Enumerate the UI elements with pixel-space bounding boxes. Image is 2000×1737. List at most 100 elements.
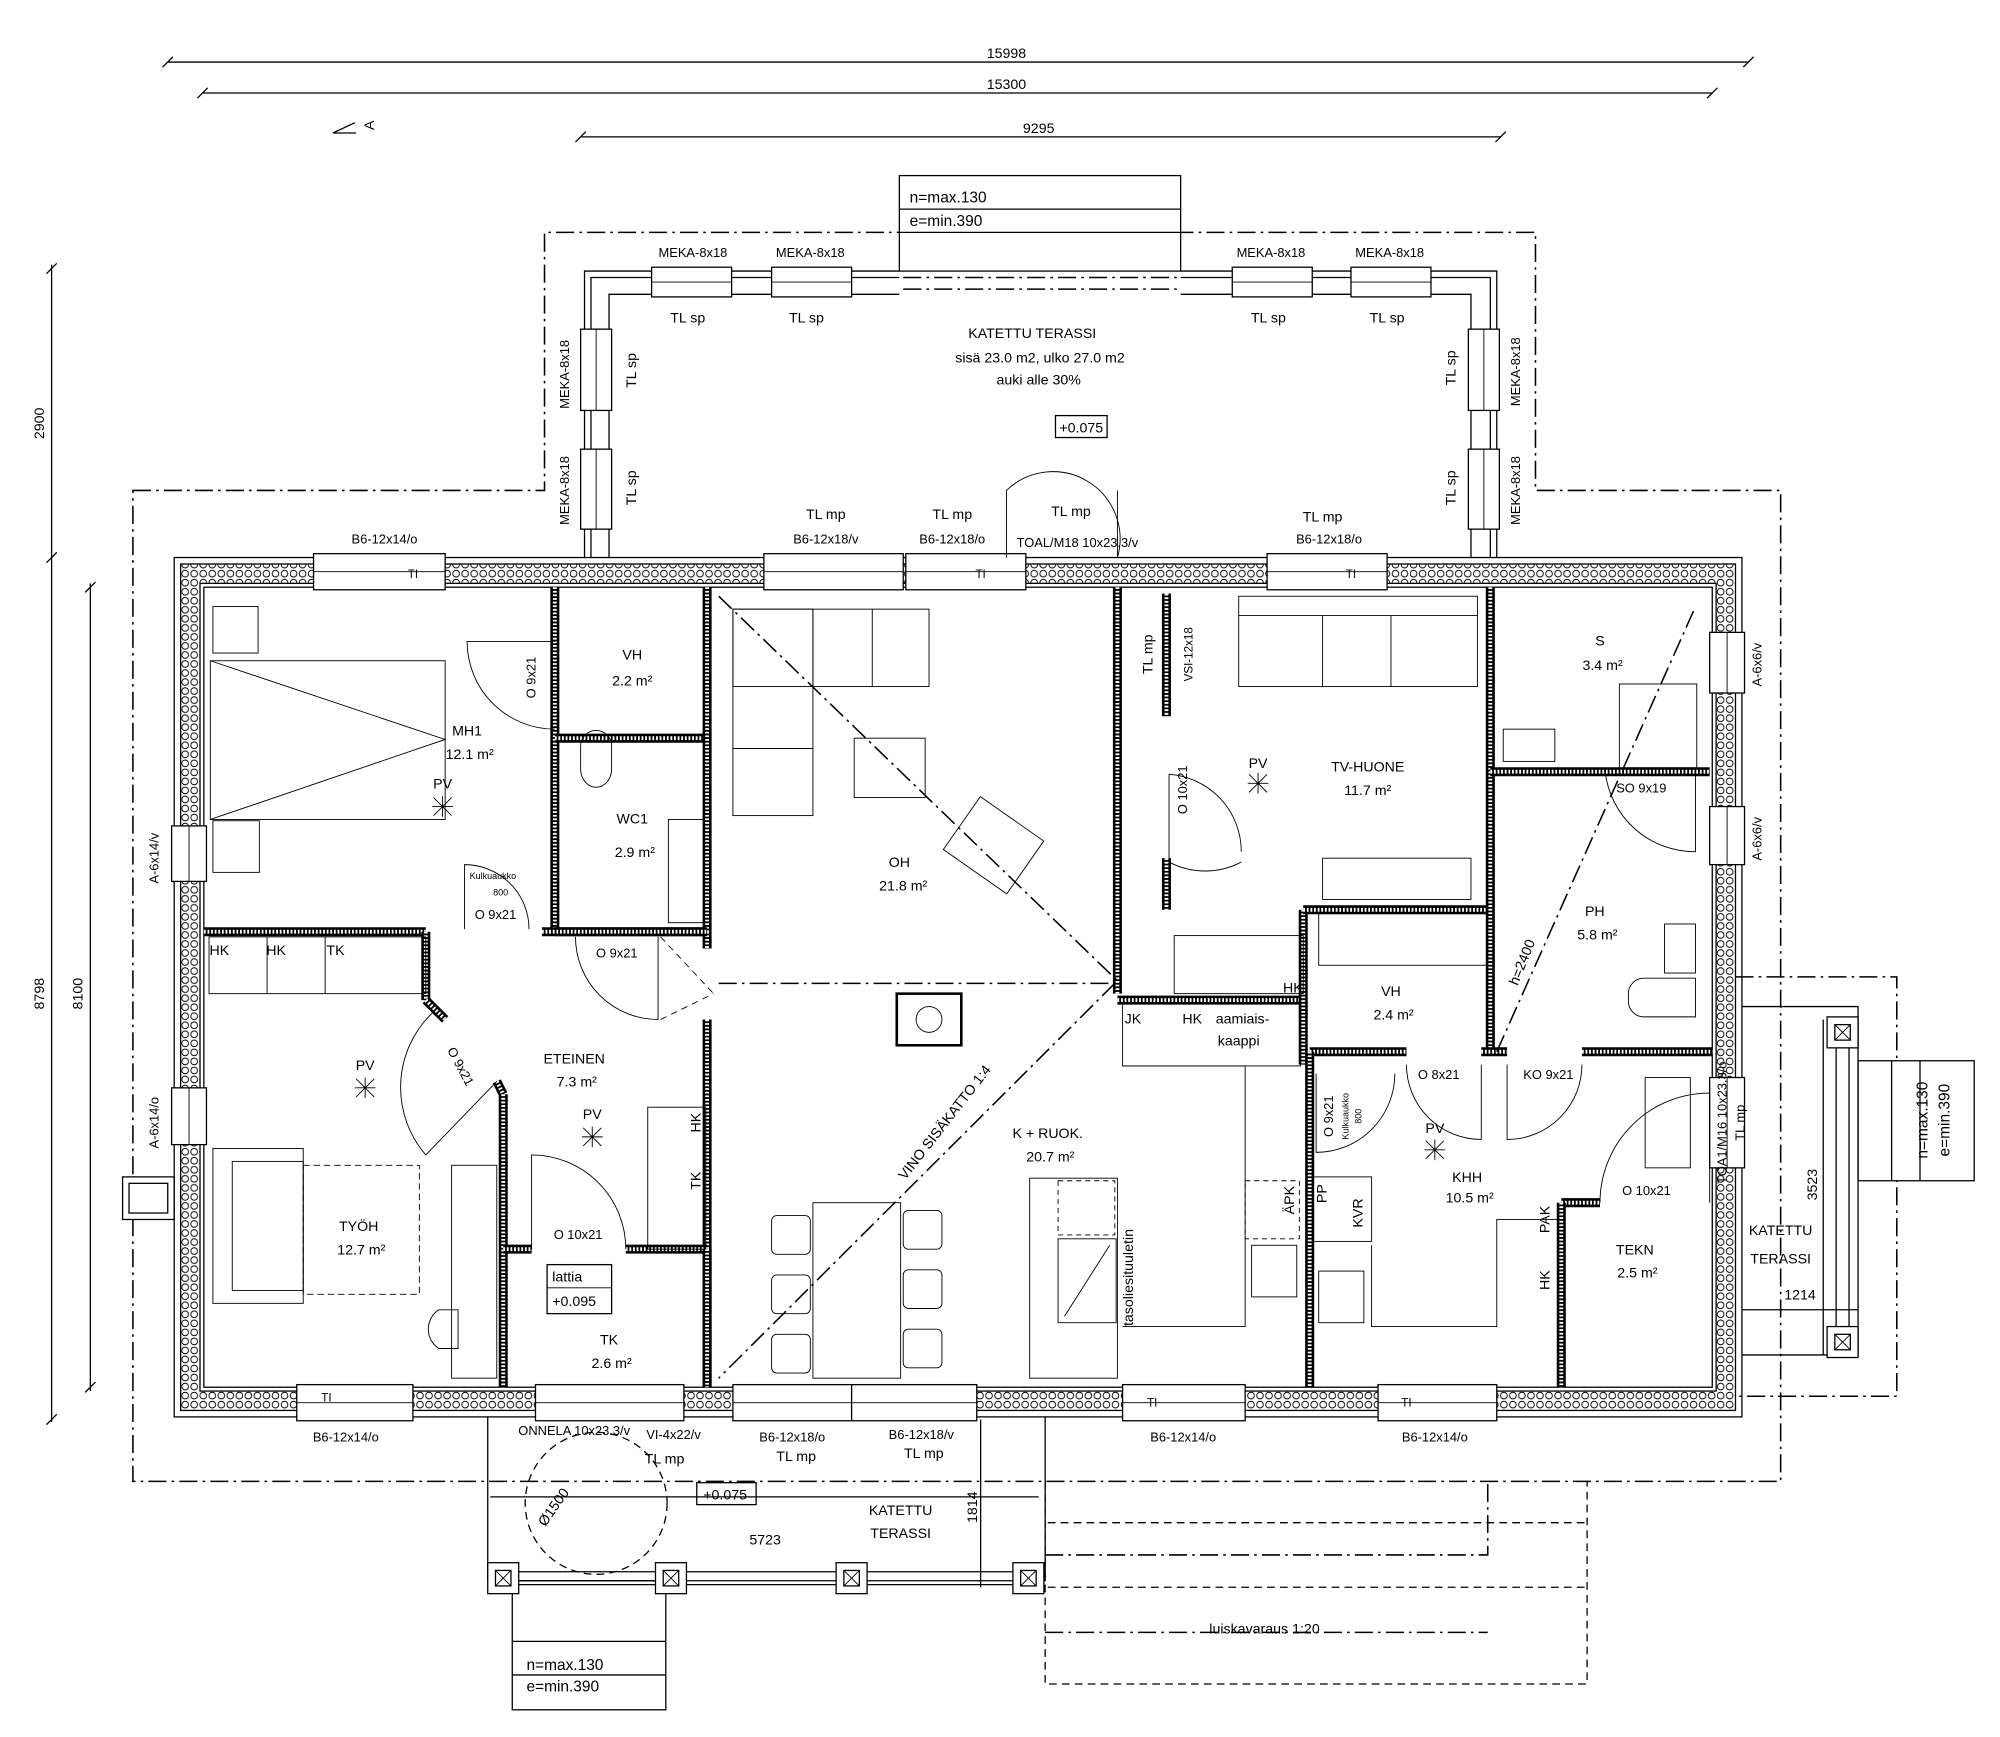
windows [170, 266, 1746, 1422]
stair-rise: n=max.130 [526, 1657, 603, 1674]
ti-label: TI [1147, 1397, 1157, 1410]
stairs-north [898, 174, 1182, 272]
window-label: MEKA-8x18 [1508, 456, 1523, 525]
stairs-east [1857, 1060, 1975, 1182]
sloped-ceiling-lines [718, 595, 1697, 1379]
window-type: TL sp [1251, 311, 1286, 327]
north-terrace [583, 270, 1498, 558]
room-area: 2.9 m² [615, 845, 655, 861]
room-name: KHH [1452, 1170, 1482, 1186]
room-name: TEKN [1616, 1242, 1654, 1258]
ceiling-height-label: h=2400 [1506, 937, 1539, 987]
dimension-label: 1814 [965, 1491, 981, 1523]
window-label: B6-12x18/o [1296, 531, 1362, 546]
sloped-ceiling-label: VINO SISÄKATTO 1:4 [895, 1062, 995, 1183]
room-area: 5.8 m² [1577, 927, 1617, 943]
ceiling-light-label: PV [356, 1058, 375, 1074]
level-box [1054, 414, 1108, 439]
closet-label: HK [1538, 1270, 1554, 1290]
closet-label: TK [326, 943, 345, 959]
cabinet-label: kaappi [1218, 1033, 1260, 1049]
window-type: TL mp [806, 507, 846, 523]
room-area: 2.2 m² [612, 673, 652, 689]
ti-label: TI [1401, 1397, 1411, 1410]
compass-arrow-label: A [362, 120, 378, 130]
window-label: MEKA-8x18 [1508, 337, 1523, 406]
window-label: B6-12x14/o [313, 1429, 379, 1444]
room-name: ETEINEN [543, 1051, 605, 1067]
room-name: VH [622, 647, 642, 663]
dimension-label: 3523 [1805, 1169, 1821, 1201]
door-label: 800 [493, 888, 508, 898]
door-label: Kulkuaukko [470, 871, 517, 881]
room-area: 3.4 m² [1582, 658, 1622, 674]
dimension-label: 9295 [1023, 121, 1055, 137]
ti-label: TI [408, 568, 418, 581]
door-label: O 9x21 [523, 657, 538, 699]
closet-label: TK [689, 1171, 705, 1190]
ceiling-light-icon [354, 1077, 376, 1099]
closet-label: HK [1182, 1011, 1202, 1027]
window-label: B6-12x18/o [759, 1429, 825, 1444]
door-label: O 10x21 [1175, 765, 1190, 814]
range-hood-label: tasoliesituuletin [1121, 1229, 1137, 1326]
door-label: O 9x21 [475, 907, 517, 922]
window-label: MEKA-8x18 [557, 456, 572, 525]
window-label: B6-12x14/o [352, 531, 418, 546]
east-terrace [1741, 1005, 1859, 1356]
window-label: VI-4x22/v [646, 1427, 701, 1442]
window-type: TL sp [1443, 350, 1459, 385]
window-type: TL sp [1443, 470, 1459, 505]
room-name: S [1595, 633, 1604, 649]
window-type: TL sp [624, 470, 640, 505]
window-label: MEKA-8x18 [1355, 245, 1424, 260]
room-area: 11.7 m² [1344, 783, 1391, 799]
window-type: TL sp [624, 353, 640, 388]
window-label: MEKA-8x18 [659, 245, 728, 260]
window-label: A-6x6/v [1749, 816, 1764, 860]
stair-rise: n=max.130 [910, 190, 987, 207]
room-name: TK [600, 1333, 619, 1349]
stair-tread: e=min.390 [910, 213, 983, 230]
appliance-label: KVR [1351, 1198, 1367, 1227]
window-label: B6-12x18/o [919, 531, 985, 546]
ti-label: TI [975, 568, 985, 581]
window-label: MEKA-8x18 [1237, 245, 1306, 260]
door-label: SO 9x19 [1616, 780, 1666, 795]
door-swings [400, 471, 1711, 1250]
terrace-title: TERASSI [1750, 1251, 1811, 1267]
dimension-lines [45, 56, 1859, 1588]
room-name: K + RUOK. [1012, 1126, 1083, 1142]
window-label: B6-12x14/o [1150, 1429, 1216, 1444]
room-name: PH [1585, 904, 1605, 920]
window-label: B6-12x14/o [1402, 1429, 1468, 1444]
room-name: MH1 [452, 724, 482, 740]
door-label: O 10x21 [554, 1227, 603, 1242]
appliance-label: ÄPK [1281, 1185, 1298, 1214]
terrace-openness: auki alle 30% [997, 373, 1082, 389]
ceiling-light-icon [1424, 1139, 1446, 1161]
terrace-post [1826, 1016, 1859, 1049]
appliance-label: PP [1314, 1184, 1330, 1203]
room-area: 21.8 m² [879, 878, 927, 894]
dimension-label: 15998 [987, 46, 1027, 62]
window-type: TL mp [1303, 509, 1343, 525]
room-name: OH [889, 855, 910, 871]
window-type: TL sp [1370, 311, 1405, 327]
level-marker: +0.075 [1059, 420, 1103, 436]
terrace-posts [487, 1016, 1859, 1595]
north-arrow-icon [332, 122, 357, 134]
level-box [696, 1482, 757, 1506]
room-area: 2.5 m² [1617, 1266, 1657, 1282]
door-label: TOA1/M16 10x23.3/o [1714, 1062, 1729, 1184]
door-label: TOAL/M18 10x23.3/v [1017, 535, 1139, 550]
window-type: TL mp [1140, 634, 1156, 674]
terrace-title: KATETTU TERASSI [968, 326, 1096, 342]
room-area: 10.5 m² [1446, 1191, 1494, 1207]
terrace-area: sisä 23.0 m2, ulko 27.0 m2 [955, 351, 1125, 367]
window-label: MEKA-8x18 [557, 340, 572, 409]
door-label: Kulkuaukko [1340, 1093, 1350, 1140]
level-marker: +0.075 [703, 1487, 747, 1503]
dimension-label: 15300 [987, 77, 1027, 93]
